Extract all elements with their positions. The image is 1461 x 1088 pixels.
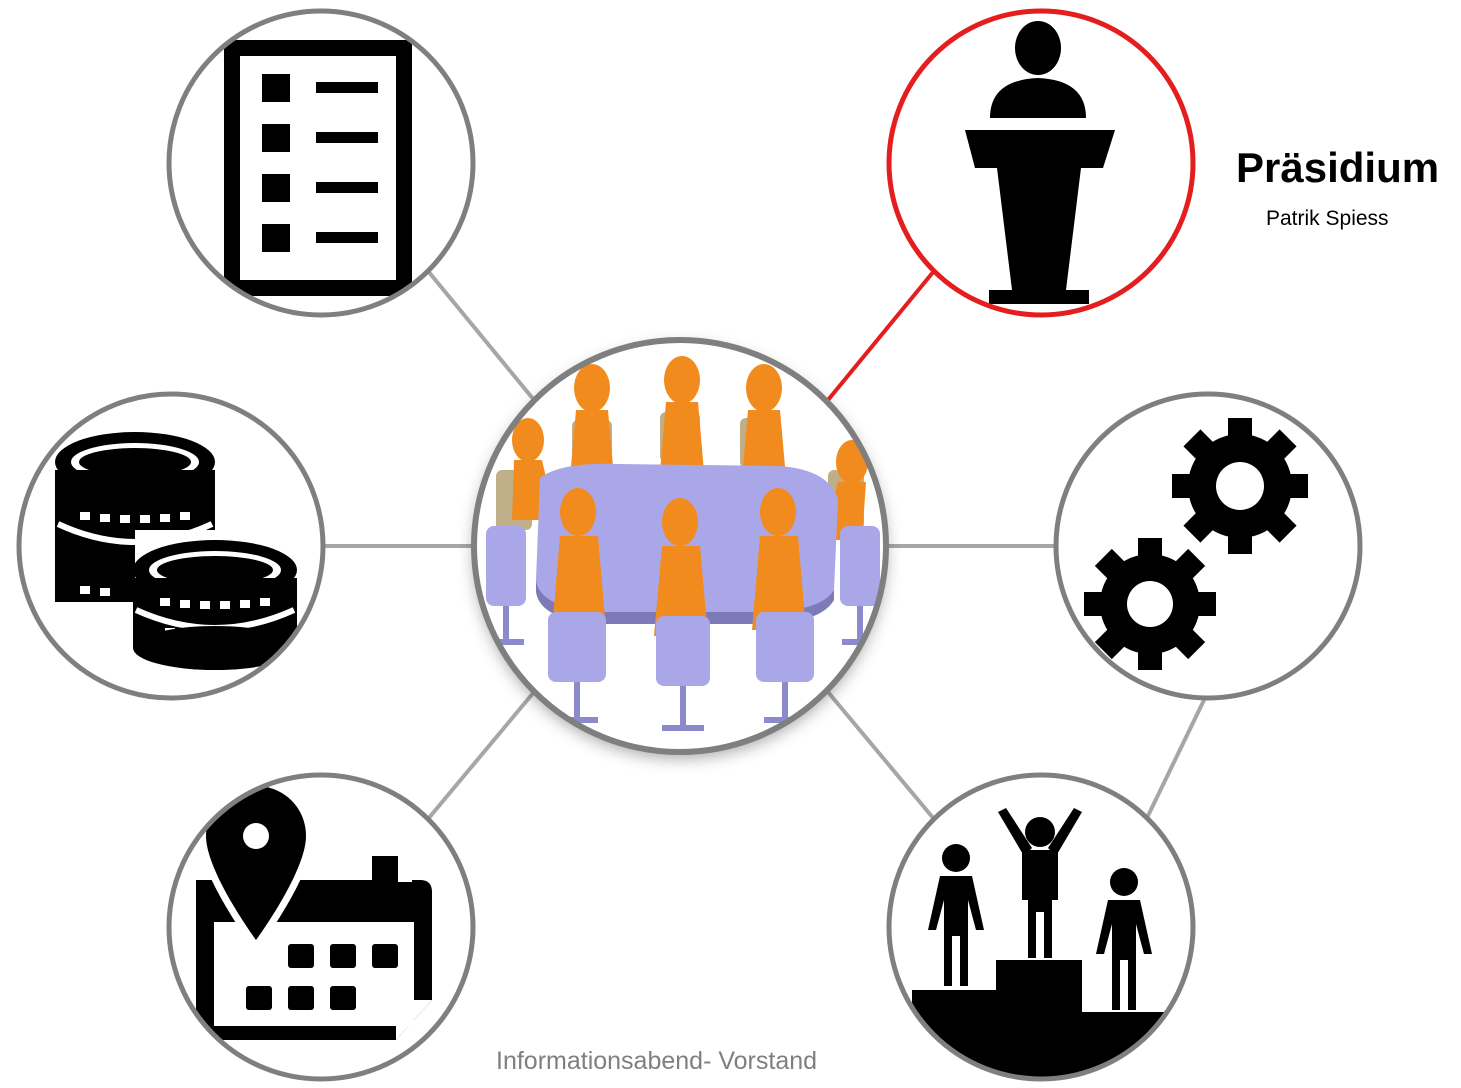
connector-bottom-right — [826, 690, 936, 821]
calendar-location-icon — [196, 778, 432, 1040]
checklist-icon — [224, 40, 412, 296]
footer-caption: Informationsabend- Vorstand — [496, 1047, 818, 1075]
connector-gears-to-podium — [1143, 697, 1207, 823]
node-vorstand-center[interactable] — [471, 337, 889, 755]
connector-top-left — [426, 269, 536, 402]
gears-icon — [1084, 418, 1308, 670]
praesidium-person-name: Patrik Spiess — [1266, 207, 1389, 230]
praesidium-title: Präsidium — [1236, 144, 1440, 191]
node-praesidium[interactable] — [886, 8, 1196, 318]
podium-speaker-icon — [965, 21, 1115, 304]
node-checklist[interactable] — [166, 8, 476, 318]
connector-top-right — [826, 269, 936, 402]
coins-icon — [55, 432, 297, 670]
node-competition[interactable] — [886, 772, 1196, 1088]
node-finances[interactable] — [16, 391, 326, 701]
node-organisation[interactable] — [1053, 391, 1363, 701]
meeting-table-icon — [486, 356, 880, 731]
node-events[interactable] — [166, 772, 476, 1082]
connectors — [323, 269, 1207, 823]
connector-bottom-left — [426, 690, 536, 821]
